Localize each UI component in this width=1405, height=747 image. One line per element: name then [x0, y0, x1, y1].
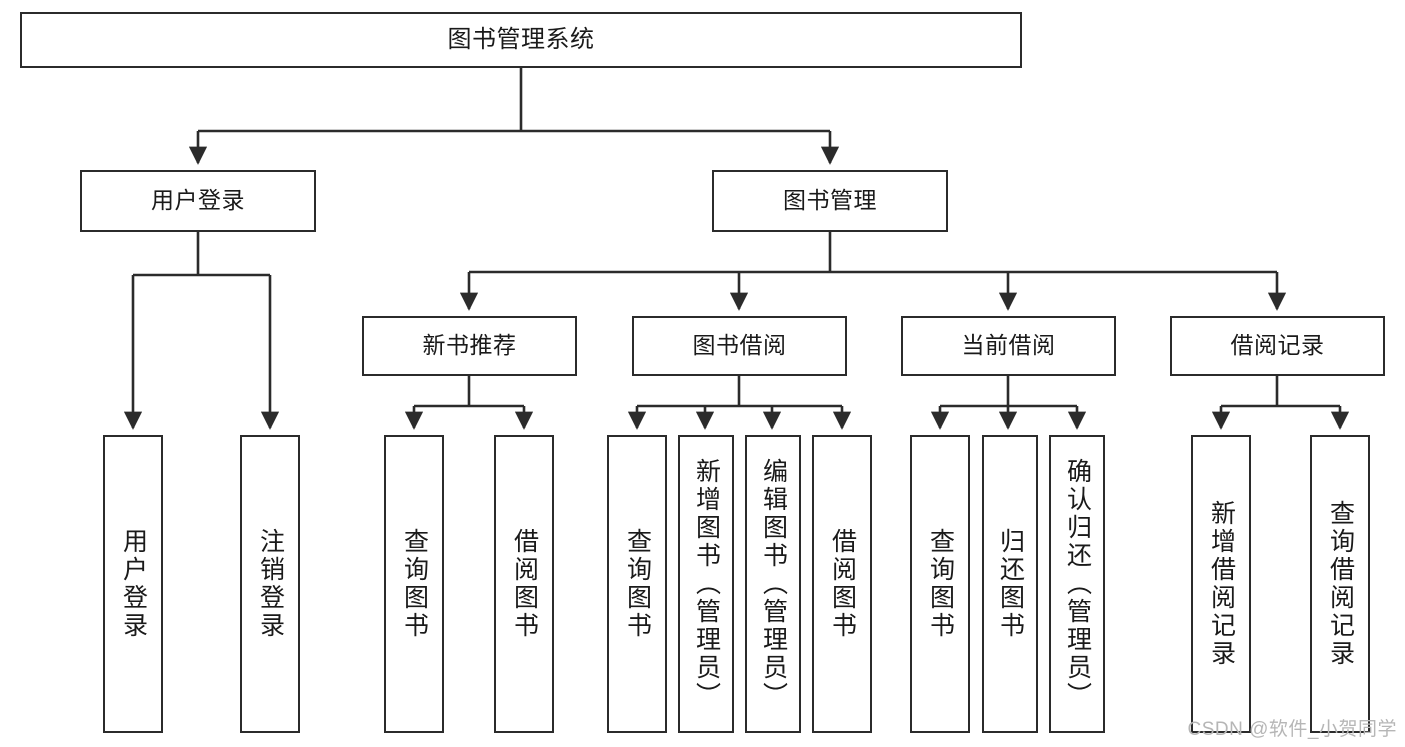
node-leaf-query-borrow-record-label: 查询借阅记录: [1326, 500, 1355, 668]
node-leaf-confirm-return[interactable]: 确认归还（管理员）: [1049, 435, 1105, 733]
node-root-system[interactable]: 图书管理系统: [20, 12, 1022, 68]
node-leaf-query-book-3-label: 查询图书: [926, 528, 955, 640]
node-leaf-confirm-return-label: 确认归还（管理员）: [1063, 458, 1092, 710]
node-book-management[interactable]: 图书管理: [712, 170, 948, 232]
node-leaf-query-borrow-record[interactable]: 查询借阅记录: [1310, 435, 1370, 733]
node-leaf-add-book-label: 新增图书（管理员）: [692, 458, 721, 710]
node-leaf-borrow-book-1[interactable]: 借阅图书: [494, 435, 554, 733]
node-user-login-label: 用户登录: [151, 187, 245, 214]
node-borrow-record-label: 借阅记录: [1230, 332, 1325, 359]
node-book-borrow[interactable]: 图书借阅: [632, 316, 847, 376]
node-leaf-borrow-book-2-label: 借阅图书: [828, 528, 857, 640]
node-leaf-user-login[interactable]: 用户登录: [103, 435, 163, 733]
node-leaf-logout-login[interactable]: 注销登录: [240, 435, 300, 733]
node-user-login[interactable]: 用户登录: [80, 170, 316, 232]
node-leaf-query-book-2-label: 查询图书: [623, 528, 652, 640]
node-borrow-record[interactable]: 借阅记录: [1170, 316, 1385, 376]
node-leaf-borrow-book-2[interactable]: 借阅图书: [812, 435, 872, 733]
node-leaf-edit-book[interactable]: 编辑图书（管理员）: [745, 435, 801, 733]
node-leaf-add-borrow-record-label: 新增借阅记录: [1207, 500, 1236, 668]
node-leaf-return-book-label: 归还图书: [996, 528, 1025, 640]
node-new-book-recommend-label: 新书推荐: [422, 332, 517, 359]
node-leaf-borrow-book-1-label: 借阅图书: [510, 528, 539, 640]
node-book-management-label: 图书管理: [783, 187, 877, 214]
node-book-borrow-label: 图书借阅: [692, 332, 787, 359]
node-leaf-query-book-3[interactable]: 查询图书: [910, 435, 970, 733]
node-leaf-edit-book-label: 编辑图书（管理员）: [759, 458, 788, 710]
node-leaf-add-book[interactable]: 新增图书（管理员）: [678, 435, 734, 733]
node-current-borrow-label: 当前借阅: [961, 332, 1056, 359]
node-leaf-query-book-1-label: 查询图书: [400, 528, 429, 640]
node-root-system-label: 图书管理系统: [447, 25, 595, 53]
node-current-borrow[interactable]: 当前借阅: [901, 316, 1116, 376]
node-leaf-add-borrow-record[interactable]: 新增借阅记录: [1191, 435, 1251, 733]
node-leaf-query-book-2[interactable]: 查询图书: [607, 435, 667, 733]
node-leaf-return-book[interactable]: 归还图书: [982, 435, 1038, 733]
node-leaf-query-book-1[interactable]: 查询图书: [384, 435, 444, 733]
node-leaf-user-login-label: 用户登录: [119, 528, 148, 640]
node-new-book-recommend[interactable]: 新书推荐: [362, 316, 577, 376]
node-leaf-logout-login-label: 注销登录: [256, 528, 285, 640]
